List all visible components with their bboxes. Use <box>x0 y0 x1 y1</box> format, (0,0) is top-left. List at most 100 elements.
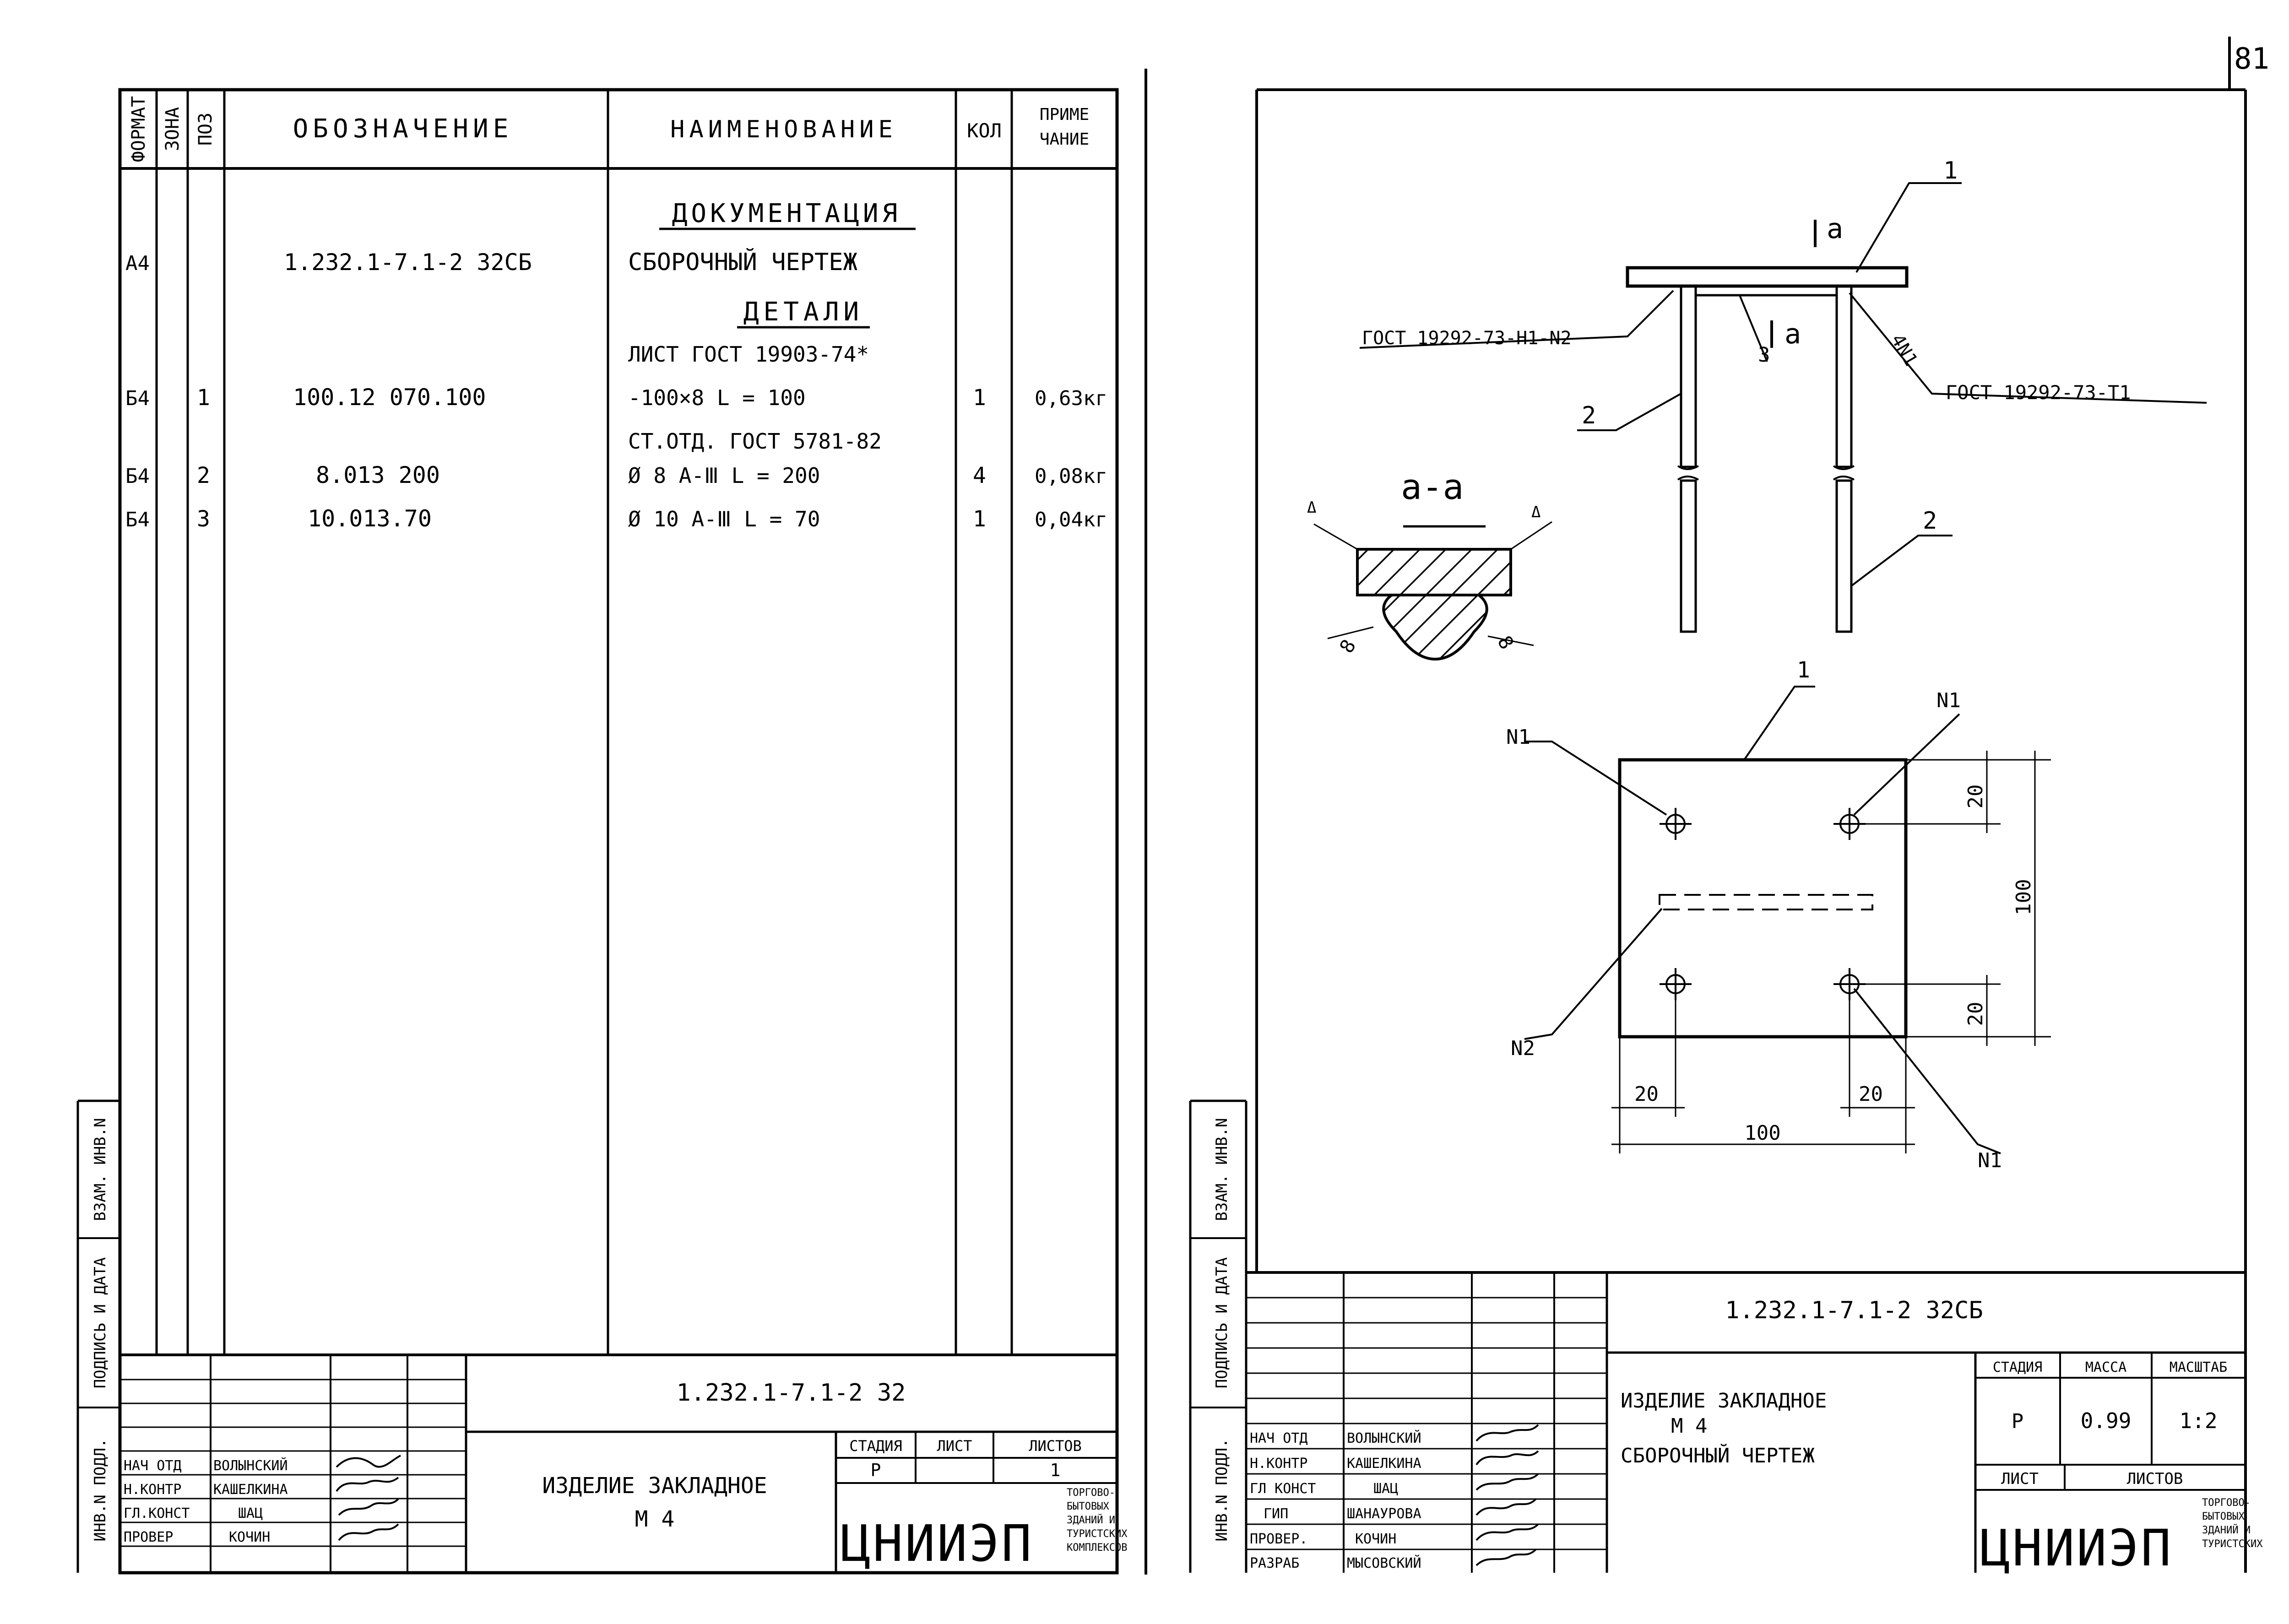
side-label-replace-right: ВЗАМ. ИНВ.N <box>1213 1118 1231 1221</box>
spec-role-3: ГЛ.КОНСТ <box>124 1505 190 1521</box>
header-format: ФОРМАТ <box>128 96 149 162</box>
spec-name-2: КАШЕЛКИНА <box>213 1482 288 1498</box>
row3-pos: 1 <box>197 385 210 411</box>
row5-name: Ø 8 А-Ⅲ L = 200 <box>628 463 820 488</box>
drawing-role-6: РАЗРАБ <box>1250 1555 1299 1571</box>
plan-n1-bottom: N1 <box>1978 1149 2002 1172</box>
drawing-org-2: БЫТОВЫХ <box>2202 1511 2245 1522</box>
drawing-name-2: КАШЕЛКИНА <box>1347 1456 1421 1472</box>
row1-name: СБОРОЧНЫЙ ЧЕРТЕЖ <box>628 248 857 276</box>
drawing-role-3: ГЛ КОНСТ <box>1250 1481 1316 1497</box>
row3-designation: 100.12 070.100 <box>293 384 486 411</box>
drawing-sheets-label: ЛИСТОВ <box>2127 1470 2183 1488</box>
row1-format: А4 <box>125 252 150 275</box>
drawing-scale-label: МАСШТАБ <box>2170 1359 2227 1375</box>
side-label-replace: ВЗАМ. ИНВ.N <box>91 1118 109 1221</box>
spec-name-3: ШАЦ <box>238 1505 263 1521</box>
weld-leg-right: Δ <box>1531 503 1540 521</box>
drawing-stage-label: СТАДИЯ <box>1993 1359 2042 1375</box>
sheet-number: 81 <box>2234 42 2269 76</box>
dim-100-horiz: 100 <box>1744 1121 1780 1145</box>
spec-sheet-label: ЛИСТ <box>937 1437 972 1455</box>
drawing-role-4: ГИП <box>1264 1506 1288 1522</box>
spec-name-1: ВОЛЫНСКИЙ <box>213 1457 288 1474</box>
header-qty: КОЛ <box>967 119 1002 142</box>
spec-sheets-label: ЛИСТОВ <box>1029 1437 1082 1455</box>
drawing-title-1: ИЗДЕЛИЕ ЗАКЛАДНОЕ <box>1621 1389 1827 1413</box>
drawing-role-2: Н.КОНТР <box>1250 1456 1307 1472</box>
plan-pos1: 1 <box>1797 657 1810 683</box>
row4-name: СТ.ОТД. ГОСТ 5781-82 <box>628 429 882 454</box>
side-label-sign-right: ПОДПИСЬ И ДАТА <box>1213 1257 1231 1389</box>
spec-title-2: М 4 <box>635 1506 675 1532</box>
weld-size-right: 8 <box>1493 632 1518 653</box>
drawing-mass-label: МАССА <box>2085 1359 2126 1375</box>
dim-20-bottom: 20 <box>1964 1002 1987 1026</box>
row5-pos: 2 <box>197 463 210 488</box>
plan-view <box>1524 686 2051 1154</box>
header-designation: ОБОЗНАЧЕНИЕ <box>293 114 513 144</box>
spec-org-2: БЫТОВЫХ <box>1067 1501 1109 1512</box>
side-label-inv: ИНВ.N ПОДЛ. <box>91 1438 109 1541</box>
dim-20-right: 20 <box>1859 1083 1883 1106</box>
drawing-org-1: ТОРГОВО- <box>2202 1497 2251 1509</box>
drawing-name-5: КОЧИН <box>1355 1531 1396 1547</box>
drawing-title-2: М 4 <box>1671 1414 1707 1438</box>
drawing-scale: 1:2 <box>2179 1408 2217 1433</box>
plan-n1-top: N1 <box>1936 689 1961 712</box>
plan-n1-left: N1 <box>1506 725 1530 749</box>
header-note-1: ПРИМЕ <box>1040 105 1089 124</box>
weld-label-1: ГОСТ 19292-73-Н1-N2 <box>1362 328 1572 349</box>
specification-sheet <box>76 69 1147 1575</box>
drawing-name-6: МЫСОВСКИЙ <box>1347 1555 1421 1571</box>
row5-format: Б4 <box>125 465 150 488</box>
weld-mark: 4N1 <box>1887 330 1921 370</box>
header-zone: ЗОНА <box>162 107 183 151</box>
weld-size-left: 8 <box>1335 636 1360 657</box>
dim-20-left: 20 <box>1634 1083 1659 1106</box>
drawing-name-3: ШАЦ <box>1373 1481 1398 1497</box>
signatures-left <box>336 1455 401 1541</box>
row3-name: -100×8 L = 100 <box>628 385 806 410</box>
row6-pos: 3 <box>197 506 210 532</box>
row1-designation: 1.232.1-7.1-2 32СБ <box>284 249 532 276</box>
spec-org-5: КОМПЛЕКСОВ <box>1067 1542 1127 1554</box>
spec-title-1: ИЗДЕЛИЕ ЗАКЛАДНОЕ <box>542 1473 767 1499</box>
row3-format: Б4 <box>125 387 150 410</box>
drawing-code: 1.232.1-7.1-2 32СБ <box>1725 1297 1983 1324</box>
spec-sheets: 1 <box>1050 1460 1061 1480</box>
row5-qty: 4 <box>973 463 986 488</box>
spec-role-4: ПРОВЕР <box>124 1529 173 1545</box>
header-name: НАИМЕНОВАНИЕ <box>670 116 897 143</box>
drawing-stage: Р <box>2012 1410 2024 1433</box>
plan-n2: N2 <box>1511 1037 1535 1060</box>
weld-label-2: ГОСТ 19292-73-Т1 <box>1946 381 2131 404</box>
drawing-role-1: НАЧ ОТД <box>1250 1430 1307 1446</box>
side-label-inv-right: ИНВ.N ПОДЛ. <box>1213 1438 1231 1541</box>
spec-role-1: НАЧ ОТД <box>124 1458 181 1474</box>
drawing-sheet-label: ЛИСТ <box>2001 1470 2039 1488</box>
row6-designation: 10.013.70 <box>308 505 432 532</box>
section-parts: ДЕТАЛИ <box>743 297 863 327</box>
cut-label-bottom: а <box>1785 318 1801 350</box>
row2-name: ЛИСТ ГОСТ 19903-74* <box>628 342 869 367</box>
spec-frame <box>118 88 1119 1575</box>
drawing-mass: 0.99 <box>2081 1408 2132 1433</box>
side-label-sign: ПОДПИСЬ И ДАТА <box>91 1257 109 1389</box>
row6-qty: 1 <box>973 506 986 532</box>
pos1-label: 1 <box>1943 157 1958 184</box>
spec-stage: Р <box>871 1460 881 1480</box>
spec-stage-label: СТАДИЯ <box>849 1437 902 1455</box>
header-note-2: ЧАНИЕ <box>1040 130 1089 149</box>
dim-100-vert: 100 <box>2012 879 2035 915</box>
drawing-org-4: ТУРИСТСКИХ <box>2202 1538 2263 1550</box>
spec-role-2: Н.КОНТР <box>124 1482 181 1498</box>
weld-leg-left: Δ <box>1307 498 1316 517</box>
spec-org-1: ТОРГОВО- <box>1067 1487 1115 1499</box>
pos2-label-a: 2 <box>1582 402 1596 429</box>
cut-label-top: а <box>1827 213 1843 245</box>
row6-name: Ø 10 А-Ⅲ L = 70 <box>628 507 820 531</box>
pos2-label-b: 2 <box>1923 507 1937 535</box>
row5-designation: 8.013 200 <box>316 462 440 488</box>
